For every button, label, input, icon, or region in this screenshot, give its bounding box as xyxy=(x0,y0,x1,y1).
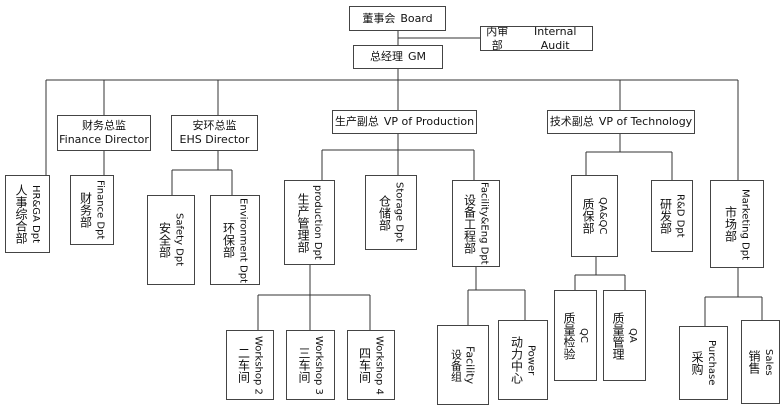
vp-production-box: 生产副总 VP of Production xyxy=(332,110,477,134)
environment-dpt-en: Environment Dpt xyxy=(237,197,249,283)
storage-dpt-en: Storage Dpt xyxy=(393,182,405,243)
workshop-3-box: 三车间 Workshop 3 xyxy=(286,330,335,400)
rd-dpt-en: R&D Dpt xyxy=(674,194,686,238)
marketing-dpt-cn: 市场部 xyxy=(723,206,738,242)
workshop-2-en: Workshop 2 xyxy=(252,335,264,395)
board-cn: 董事会 xyxy=(362,11,396,25)
finance-director-en: Finance Director xyxy=(59,133,149,146)
workshop-2-cn: 二车间 xyxy=(236,347,251,383)
environment-dpt-cn: 环保部 xyxy=(221,222,236,258)
hr-ga-en: HR&GA Dpt xyxy=(30,184,41,243)
workshop-3-en: Workshop 3 xyxy=(313,335,324,395)
vp-production-en: VP of Production xyxy=(383,115,475,128)
vp-technology-en: VP of Technology xyxy=(598,115,693,128)
vp-technology-box: 技术副总 VP of Technology xyxy=(547,110,695,134)
safety-dpt-box: 安全部 Safety Dpt xyxy=(147,195,195,285)
facility-en: Facility xyxy=(463,345,477,385)
workshop-4-cn: 四车间 xyxy=(357,347,372,383)
qa-en: QA xyxy=(627,328,638,343)
finance-dpt-box: 财务部 Finance Dpt xyxy=(70,175,114,245)
production-dpt-cn: 生产管理部 xyxy=(296,192,310,253)
facility-eng-cn: 设备工程部 xyxy=(462,193,477,254)
workshop-3-cn: 三车间 xyxy=(297,347,311,383)
storage-dpt-cn: 仓储部 xyxy=(377,194,392,231)
qc-en: QC xyxy=(578,328,589,343)
hr-ga-dpt-box: 人事综合部 HR&GA Dpt xyxy=(5,175,50,253)
qc-cn: 质量检验 xyxy=(562,311,576,360)
qa-cn: 质量管理 xyxy=(611,311,625,360)
workshop-4-box: 四车间 Workshop 4 xyxy=(347,330,395,400)
qc-box: 质量检验 QC xyxy=(554,290,597,381)
audit-cn: 内审部 xyxy=(486,26,509,51)
power-box: 动力中心 Power xyxy=(498,320,548,400)
ehs-director-en: EHS Director xyxy=(179,133,250,146)
facility-box: 设备组 Facility xyxy=(437,325,489,405)
gm-box: 总经理 GM xyxy=(353,45,443,69)
marketing-dpt-en: Marketing Dpt xyxy=(739,188,751,260)
safety-dpt-en: Safety Dpt xyxy=(173,213,185,267)
sales-en: Sales xyxy=(763,348,774,376)
storage-dpt-box: 仓储部 Storage Dpt xyxy=(365,175,417,250)
purchase-box: 采购 Purchase xyxy=(679,326,728,400)
workshop-4-en: Workshop 4 xyxy=(373,335,385,395)
qa-qc-cn: 质保部 xyxy=(581,198,595,234)
workshop-2-box: 二车间 Workshop 2 xyxy=(226,330,274,400)
qa-qc-box: 质保部 QA&QC xyxy=(571,175,618,257)
safety-dpt-cn: 安全部 xyxy=(157,222,172,258)
qa-qc-en: QA&QC xyxy=(597,197,608,235)
finance-dpt-en: Finance Dpt xyxy=(94,180,106,240)
board-box: 董事会 Board xyxy=(349,6,446,31)
rd-dpt-box: 研发部 R&D Dpt xyxy=(651,180,693,252)
audit-en: Internal Audit xyxy=(534,26,577,51)
finance-director-cn: 财务总监 xyxy=(82,119,126,132)
rd-dpt-cn: 研发部 xyxy=(658,198,673,234)
environment-dpt-box: 环保部 Environment Dpt xyxy=(210,195,260,285)
gm-cn: 总经理 xyxy=(369,50,403,63)
facility-eng-en: Facility&Eng Dpt xyxy=(478,182,490,265)
board-en: Board xyxy=(400,11,433,25)
finance-director-box: 财务总监 Finance Director xyxy=(57,115,151,151)
facility-eng-dpt-box: 设备工程部 Facility&Eng Dpt xyxy=(452,180,500,267)
sales-cn: 销售 xyxy=(747,350,761,374)
power-cn: 动力中心 xyxy=(509,336,524,384)
production-dpt-en: production Dpt xyxy=(312,185,323,260)
gm-en: GM xyxy=(407,50,426,63)
hr-ga-cn: 人事综合部 xyxy=(14,184,28,244)
purchase-cn: 采购 xyxy=(690,351,704,375)
finance-dpt-cn: 财务部 xyxy=(78,192,93,228)
vp-production-cn: 生产副总 xyxy=(334,115,379,128)
sales-box: 销售 Sales xyxy=(741,320,780,404)
internal-audit-box: 内审部 Internal Audit xyxy=(480,26,593,51)
ehs-director-cn: 安环总监 xyxy=(192,119,237,132)
facility-cn: 设备组 xyxy=(449,348,463,382)
qa-box: 质量管理 QA xyxy=(603,290,646,381)
ehs-director-box: 安环总监 EHS Director xyxy=(171,115,258,151)
power-en: Power xyxy=(525,344,537,376)
purchase-en: Purchase xyxy=(706,340,717,386)
vp-technology-cn: 技术副总 xyxy=(549,115,594,128)
marketing-dpt-box: 市场部 Marketing Dpt xyxy=(710,180,764,268)
production-dpt-box: 生产管理部 production Dpt xyxy=(284,180,335,265)
